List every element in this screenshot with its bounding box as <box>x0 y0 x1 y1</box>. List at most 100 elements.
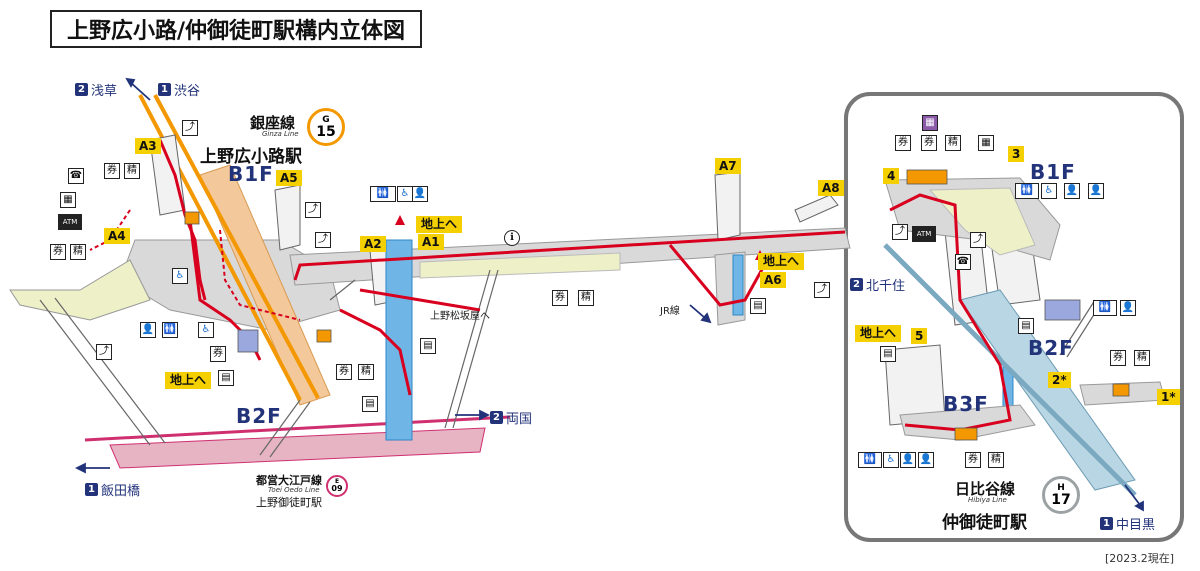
elevator-icon: ▤ <box>880 346 896 362</box>
hibiya-line-badge: H 17 <box>1042 476 1080 514</box>
direction-asakusa: 2 浅草 <box>75 80 117 99</box>
locker-icon: 👤 <box>918 452 934 468</box>
fare-adjustment-icon: 精 <box>358 364 374 380</box>
direction-shibuya: 1 渋谷 <box>158 80 200 99</box>
to-ground-a4: 地上へ <box>165 372 212 389</box>
ginza-station-name: 上野広小路駅 <box>200 147 302 167</box>
ticket-machine-icon: 券 <box>210 346 226 362</box>
telephone-icon: ☎ <box>68 168 84 184</box>
exit-a7: A7 <box>715 158 741 174</box>
to-ground-a1: 地上へ <box>416 216 463 233</box>
facility-boxes <box>184 169 1130 441</box>
exit-a3: A3 <box>135 138 161 154</box>
direction-kitasenju: 2 北千住 <box>850 275 905 294</box>
direction-label: 北千住 <box>866 279 906 294</box>
toilet-icon: 🚻 <box>162 322 178 338</box>
oedo-line-en: Toei Oedo Line <box>268 486 320 494</box>
badge-number: 15 <box>316 124 336 140</box>
ticket-machine-icon: 券 <box>1110 350 1126 366</box>
direction-label: 渋谷 <box>174 84 201 99</box>
direction-label: 両国 <box>506 412 533 427</box>
oedo-station-name: 上野御徒町駅 <box>256 496 322 509</box>
floor-label-ginza-b1f: B1F <box>228 162 274 186</box>
exit-a6: A6 <box>760 272 786 288</box>
elevator-icon: ▤ <box>1018 318 1034 334</box>
ticket-machine-icon: 券 <box>104 163 120 179</box>
wheelchair-icon: ♿ <box>1041 183 1057 199</box>
oedo-track-line <box>84 415 511 442</box>
left-concourse <box>119 239 341 331</box>
left-wing <box>9 259 151 321</box>
fare-adjustment-icon: 精 <box>945 135 961 151</box>
direction-label: 浅草 <box>91 84 118 99</box>
exit-3: 3 <box>1008 146 1025 162</box>
staff-icon: 👤 <box>412 186 428 202</box>
ticket-machine-icon: 券 <box>921 135 937 151</box>
escalator-icon: ⤴ <box>892 224 908 240</box>
locker-icon: 👤 <box>1088 183 1104 199</box>
badge-number: 17 <box>1051 492 1071 508</box>
oedo-line-name: 都営大江戸線 <box>256 474 322 487</box>
escalator-icon: ⤴ <box>315 232 331 248</box>
fare-adjustment-icon: 精 <box>70 244 86 260</box>
escalator-icon: ⤴ <box>970 232 986 248</box>
hibiya-b3f-concourse <box>899 404 1036 441</box>
toilet-icon: 🚻 <box>858 452 882 468</box>
direction-number: 1 <box>158 83 171 96</box>
ticket-machine-icon: 券 <box>552 290 568 306</box>
staff-icon: 👤 <box>1120 300 1136 316</box>
oedo-line-badge: E 09 <box>326 475 348 497</box>
ticket-machine-icon: 券 <box>50 244 66 260</box>
fare-adjustment-icon: 精 <box>124 163 140 179</box>
ginza-line-name: 銀座線 <box>250 114 296 132</box>
hibiya-line-en: Hibiya Line <box>968 496 1007 504</box>
badge-number: 09 <box>331 484 343 493</box>
direction-nakameguro: 1 中目黒 <box>1100 514 1155 533</box>
qr-ticket-icon: ▦ <box>922 115 938 131</box>
coin-locker-icon: ▦ <box>978 135 994 151</box>
floor-label-hibiya-b3f: B3F <box>943 392 989 416</box>
to-ground-a6: 地上へ <box>758 253 805 270</box>
matsuzakaya-label: 上野松坂屋へ <box>430 311 490 322</box>
toilet-icon: 🚻 <box>370 186 396 202</box>
wheelchair-icon: ♿ <box>397 186 413 202</box>
wheelchair-icon: ♿ <box>883 452 899 468</box>
a6-elevator-shaft <box>732 254 744 316</box>
direction-number: 2 <box>75 83 88 96</box>
telephone-icon: ☎ <box>955 254 971 270</box>
elevator-icon: ▤ <box>362 396 378 412</box>
direction-label: 中目黒 <box>1116 518 1156 533</box>
pillars <box>39 269 1103 458</box>
direction-arrows <box>74 77 1144 512</box>
jr-line-label: JR線 <box>660 306 680 317</box>
floor-label-hibiya-b2f: B2F <box>1028 336 1074 360</box>
hibiya-platform <box>959 289 1136 491</box>
atm-icon: ATM <box>58 214 82 230</box>
direction-number: 1 <box>1100 517 1113 530</box>
elevator-icon: ▤ <box>218 370 234 386</box>
staff-icon: 👤 <box>140 322 156 338</box>
info-icon: ℹ <box>504 230 520 246</box>
staff-icon: 👤 <box>1064 183 1080 199</box>
direction-label: 飯田橋 <box>101 484 141 499</box>
toilet-icon: 🚻 <box>1093 300 1117 316</box>
elevator-icon: ▤ <box>420 338 436 354</box>
staff-icon: 👤 <box>900 452 916 468</box>
oedo-platform <box>109 427 486 469</box>
to-ground-5: 地上へ <box>855 325 902 342</box>
hibiya-track <box>883 243 1137 497</box>
exit-1: 1* <box>1157 389 1180 405</box>
wheelchair-icon: ♿ <box>172 268 188 284</box>
toilet-icon: 🚻 <box>1015 183 1039 199</box>
escalator-icon: ⤴ <box>814 282 830 298</box>
escalator-icon: ⤴ <box>182 120 198 136</box>
escalator-icon: ⤴ <box>96 344 112 360</box>
ticket-machine-icon: 券 <box>336 364 352 380</box>
fare-adjustment-icon: 精 <box>578 290 594 306</box>
ginza-platform <box>199 164 331 406</box>
direction-number: 2 <box>850 278 863 291</box>
coin-locker-icon: ▦ <box>60 192 76 208</box>
atm-icon: ATM <box>912 226 936 242</box>
ginza-track-2 <box>153 94 320 399</box>
as-of-date: [2023.2現在] <box>1105 552 1175 565</box>
